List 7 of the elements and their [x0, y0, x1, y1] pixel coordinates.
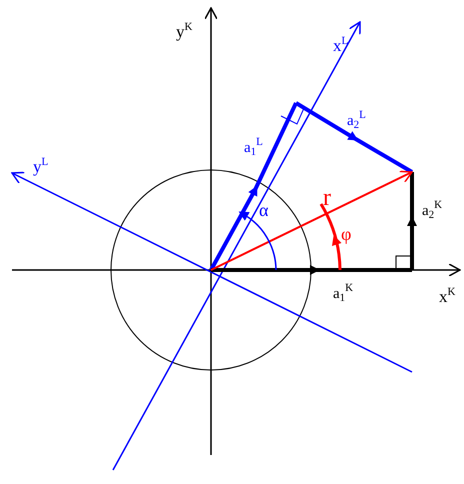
- angle-label: α: [259, 201, 268, 219]
- axis-label: x$^{L}$: [333, 36, 348, 54]
- axis-label: x$^{K}$: [439, 287, 456, 305]
- axis-label: y$^{L}$: [33, 157, 48, 175]
- axis-label: y$^{K}$: [176, 22, 192, 40]
- vector-label: r: [323, 186, 331, 210]
- angle-label: φ: [341, 225, 352, 243]
